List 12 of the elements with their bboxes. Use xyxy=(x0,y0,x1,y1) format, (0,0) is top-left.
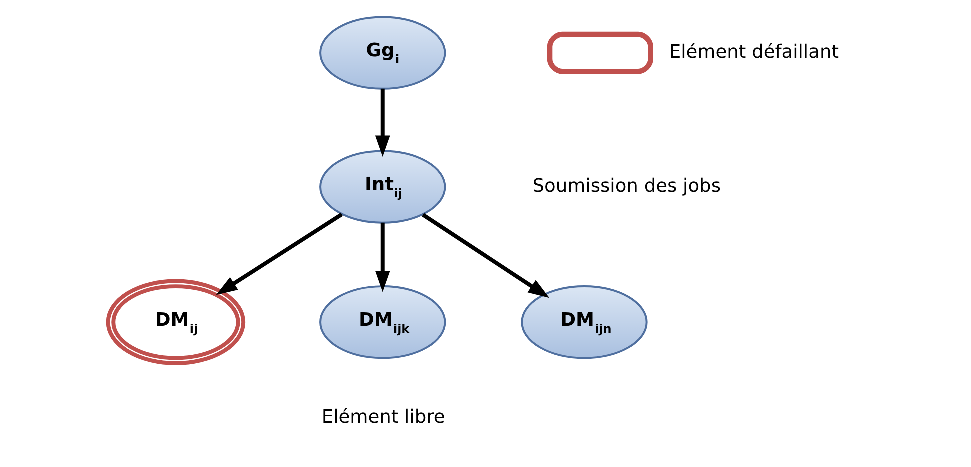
node-ellipse: DM$_{ij}$ xyxy=(106,279,246,366)
node-ellipse: Int$_{ij}$ xyxy=(319,150,446,224)
node-ellipse: DM$_{ijk}$ xyxy=(319,286,446,360)
legend-label: Elément défaillant xyxy=(668,42,838,64)
arrow xyxy=(422,213,550,298)
arrow xyxy=(374,222,390,292)
arrow xyxy=(216,212,343,296)
label: Soumission des jobs xyxy=(532,176,721,197)
node-ellipse: DM$_{ijn}$ xyxy=(520,286,648,360)
node-label: Elément libre xyxy=(321,406,445,428)
arrow xyxy=(374,88,390,158)
node-ellipse: Gg$_{i}$ xyxy=(319,16,446,90)
